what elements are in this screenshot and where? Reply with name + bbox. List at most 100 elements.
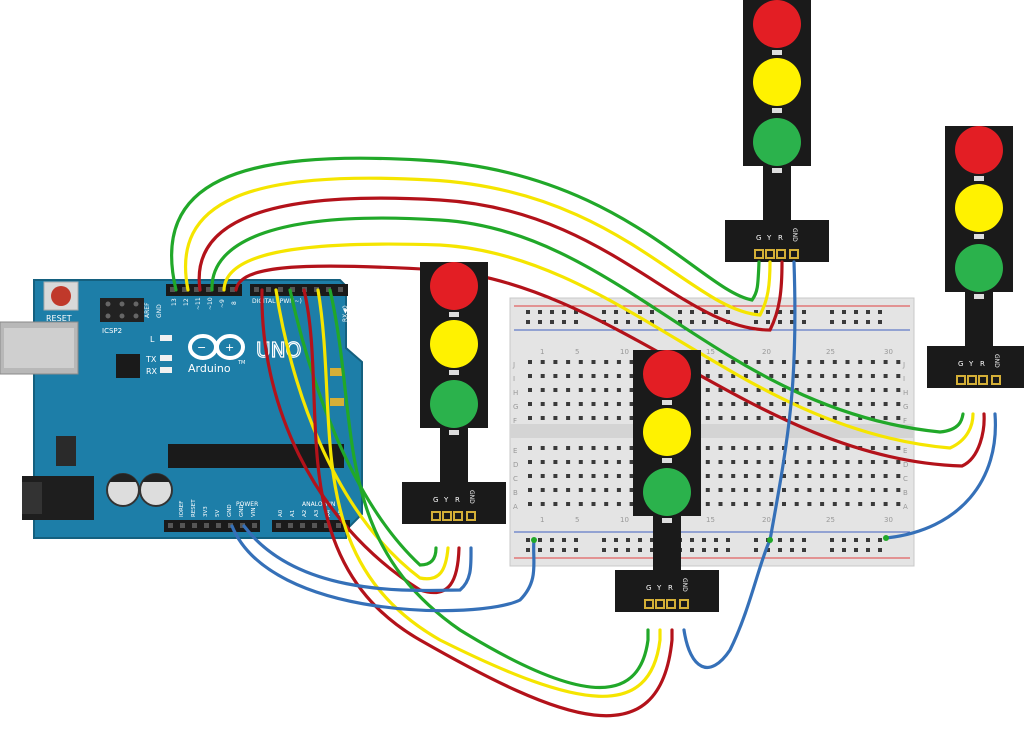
- svg-text:H: H: [903, 389, 908, 397]
- bb-hole: [616, 388, 621, 392]
- bb-rail-hole: [614, 310, 618, 314]
- bb-hole: [782, 360, 786, 364]
- svg-text:F: F: [513, 417, 517, 425]
- svg-text:10: 10: [620, 348, 629, 356]
- resistor-icon: [772, 108, 782, 113]
- bb-hole: [578, 360, 583, 364]
- power-pin-labels: IOREF RESET 3V3 5V GND GND VIN: [179, 499, 257, 517]
- bb-hole: [540, 360, 545, 364]
- bb-hole: [820, 446, 825, 450]
- bb-rail-hole: [714, 320, 718, 324]
- bb-hole: [528, 388, 532, 392]
- power-label: POWER: [236, 501, 258, 508]
- red-lamp-icon: [430, 262, 478, 310]
- bb-rail-hole: [538, 310, 542, 314]
- bb-rail-hole: [526, 548, 530, 552]
- bb-hole: [883, 374, 888, 378]
- module-pin: [431, 511, 441, 521]
- bb-rail-hole: [574, 538, 578, 542]
- green-lamp-icon: [430, 380, 478, 428]
- bb-rail-hole: [802, 538, 806, 542]
- bb-hole: [705, 474, 710, 478]
- bb-hole: [896, 474, 901, 478]
- module-pin-label: G: [958, 360, 963, 368]
- resistor-icon: [449, 430, 459, 435]
- led-tx: [160, 355, 172, 361]
- bb-hole: [743, 460, 748, 464]
- bb-hole: [566, 446, 571, 450]
- bb-hole: [553, 460, 558, 464]
- svg-text:12: 12: [183, 298, 190, 306]
- wire-green-pin13-top-module: [170, 156, 761, 302]
- svg-text:13: 13: [171, 298, 178, 306]
- bb-hole: [769, 360, 774, 364]
- header-pin: [276, 523, 281, 528]
- bb-rail-hole: [538, 320, 542, 324]
- module-pin: [956, 375, 966, 385]
- header-pin: [336, 523, 341, 528]
- module-pin-label: Y: [968, 360, 974, 368]
- bb-hole: [528, 374, 532, 378]
- bb-hole: [883, 488, 888, 492]
- svg-text:+: +: [225, 341, 234, 354]
- bb-hole: [616, 402, 621, 406]
- module-pin: [789, 249, 799, 259]
- svg-text:GND: GND: [156, 304, 163, 318]
- bb-hole: [604, 374, 609, 378]
- bb-rail-hole: [778, 310, 782, 314]
- bb-hole: [629, 416, 634, 420]
- bb-hole: [807, 446, 812, 450]
- bb-hole: [896, 374, 901, 378]
- bb-hole: [756, 402, 761, 406]
- bb-hole: [731, 502, 736, 506]
- resistor-icon: [449, 370, 459, 375]
- bb-rail-hole: [562, 320, 566, 324]
- bb-hole: [528, 474, 532, 478]
- bb-rail-hole: [842, 548, 846, 552]
- module-pin: [442, 511, 452, 521]
- svg-text:~9: ~9: [219, 299, 226, 308]
- bb-rail-hole: [626, 538, 630, 542]
- bb-hole: [870, 502, 875, 506]
- bb-hole: [858, 474, 863, 478]
- svg-text:25: 25: [826, 516, 835, 524]
- bb-hole: [731, 474, 736, 478]
- wires: [170, 156, 998, 718]
- bb-hole: [616, 374, 621, 378]
- bb-hole: [743, 446, 748, 450]
- bb-hole: [604, 388, 609, 392]
- bb-rail-hole: [866, 310, 870, 314]
- bb-hole: [718, 474, 723, 478]
- svg-text:10: 10: [620, 516, 629, 524]
- bb-hole: [769, 474, 774, 478]
- bb-hole: [756, 416, 761, 420]
- bb-rail-hole: [802, 548, 806, 552]
- bb-hole: [616, 474, 621, 478]
- bb-rail-hole: [878, 538, 882, 542]
- bb-hole: [566, 402, 571, 406]
- bb-hole: [718, 416, 723, 420]
- wire-blue-gnd-right-module: [884, 412, 998, 540]
- bb-hole: [553, 474, 558, 478]
- bb-hole: [718, 460, 723, 464]
- svg-text:I: I: [513, 375, 515, 383]
- bb-hole: [604, 416, 609, 420]
- bb-hole: [731, 360, 736, 364]
- bb-rail-hole: [702, 538, 706, 542]
- bb-rail-hole: [650, 310, 654, 314]
- bb-hole: [756, 388, 761, 392]
- bb-hole: [756, 374, 761, 378]
- bb-hole: [782, 402, 786, 406]
- yellow-lamp-icon: [430, 320, 478, 368]
- bb-hole: [820, 502, 825, 506]
- bb-hole: [807, 402, 812, 406]
- svg-text:I: I: [903, 375, 905, 383]
- bb-hole: [604, 502, 609, 506]
- bb-rail-hole: [778, 320, 782, 324]
- module-pin: [655, 599, 665, 609]
- brand-label: Arduino: [188, 362, 231, 375]
- module-pin: [991, 375, 1001, 385]
- module-pin-label: G: [433, 496, 438, 504]
- breadboard-col-numbers: 1 5 10 15 20 25 30 1 5 10 15 20 25 30: [540, 348, 893, 524]
- bb-hole: [858, 374, 863, 378]
